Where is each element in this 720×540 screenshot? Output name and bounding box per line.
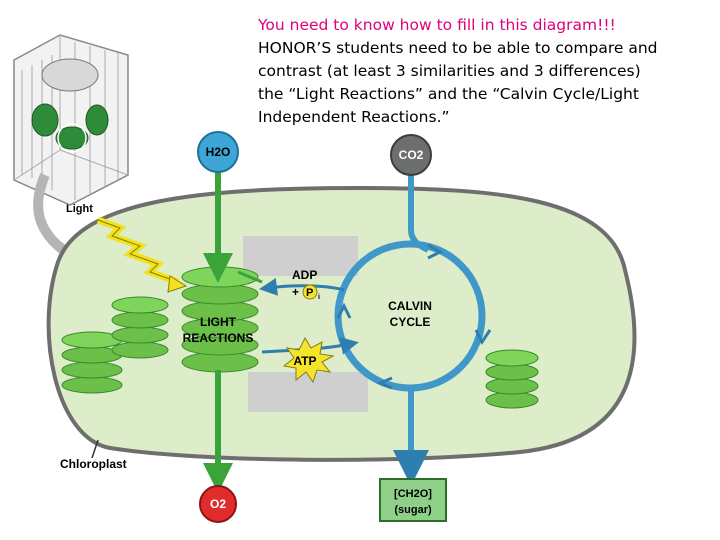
- inner-box-top: [243, 236, 358, 276]
- thylakoid-stack-right: [485, 349, 539, 409]
- oxygen-output: O2: [199, 485, 237, 523]
- plant-cell-icon: [13, 34, 129, 206]
- adp-label: ADP: [292, 268, 317, 282]
- phosphate-label: P: [306, 287, 313, 299]
- calvin-label-line-1: CALVIN: [388, 299, 432, 313]
- thylakoid-stack-left-1: [61, 331, 123, 394]
- thylakoid-stack-center: [181, 266, 259, 373]
- thylakoid-stack-left-2: [111, 296, 169, 359]
- instruction-text: You need to know how to fill in this dia…: [258, 14, 713, 129]
- oxygen-label: O2: [210, 497, 226, 511]
- water-label: H2O: [206, 145, 231, 159]
- light-bolt-head: [167, 275, 188, 293]
- co2-input: CO2: [390, 134, 432, 176]
- calvin-label-line-2: CYCLE: [390, 315, 431, 329]
- atp-star: [282, 336, 335, 384]
- light-reactions-line-1: LIGHT: [200, 315, 237, 329]
- water-input: H2O: [197, 131, 239, 173]
- instruction-line-4: Independent Reactions.”: [258, 108, 450, 126]
- instruction-line-1: HONOR’S students need to be able to comp…: [258, 39, 658, 57]
- phosphate-subscript: i: [318, 294, 320, 301]
- light-reactions-line-2: REACTIONS: [183, 331, 254, 345]
- light-label: Light: [66, 203, 93, 215]
- chloroplast-pointer: [91, 439, 99, 459]
- instruction-line-3: the “Light Reactions” and the “Calvin Cy…: [258, 85, 639, 103]
- co2-label: CO2: [399, 148, 424, 162]
- instruction-title: You need to know how to fill in this dia…: [258, 16, 616, 34]
- instruction-line-2: contrast (at least 3 similarities and 3 …: [258, 62, 641, 80]
- atp-label: ATP: [293, 354, 316, 368]
- inner-box-bottom: [248, 372, 368, 412]
- sugar-formula: [CH2O]: [394, 488, 432, 500]
- chloroplast-label: Chloroplast: [60, 457, 127, 471]
- plus-sign: +: [292, 285, 299, 299]
- sugar-label: (sugar): [394, 504, 432, 516]
- phosphate-circle: [302, 284, 318, 300]
- sugar-output: [CH2O] (sugar): [379, 478, 447, 522]
